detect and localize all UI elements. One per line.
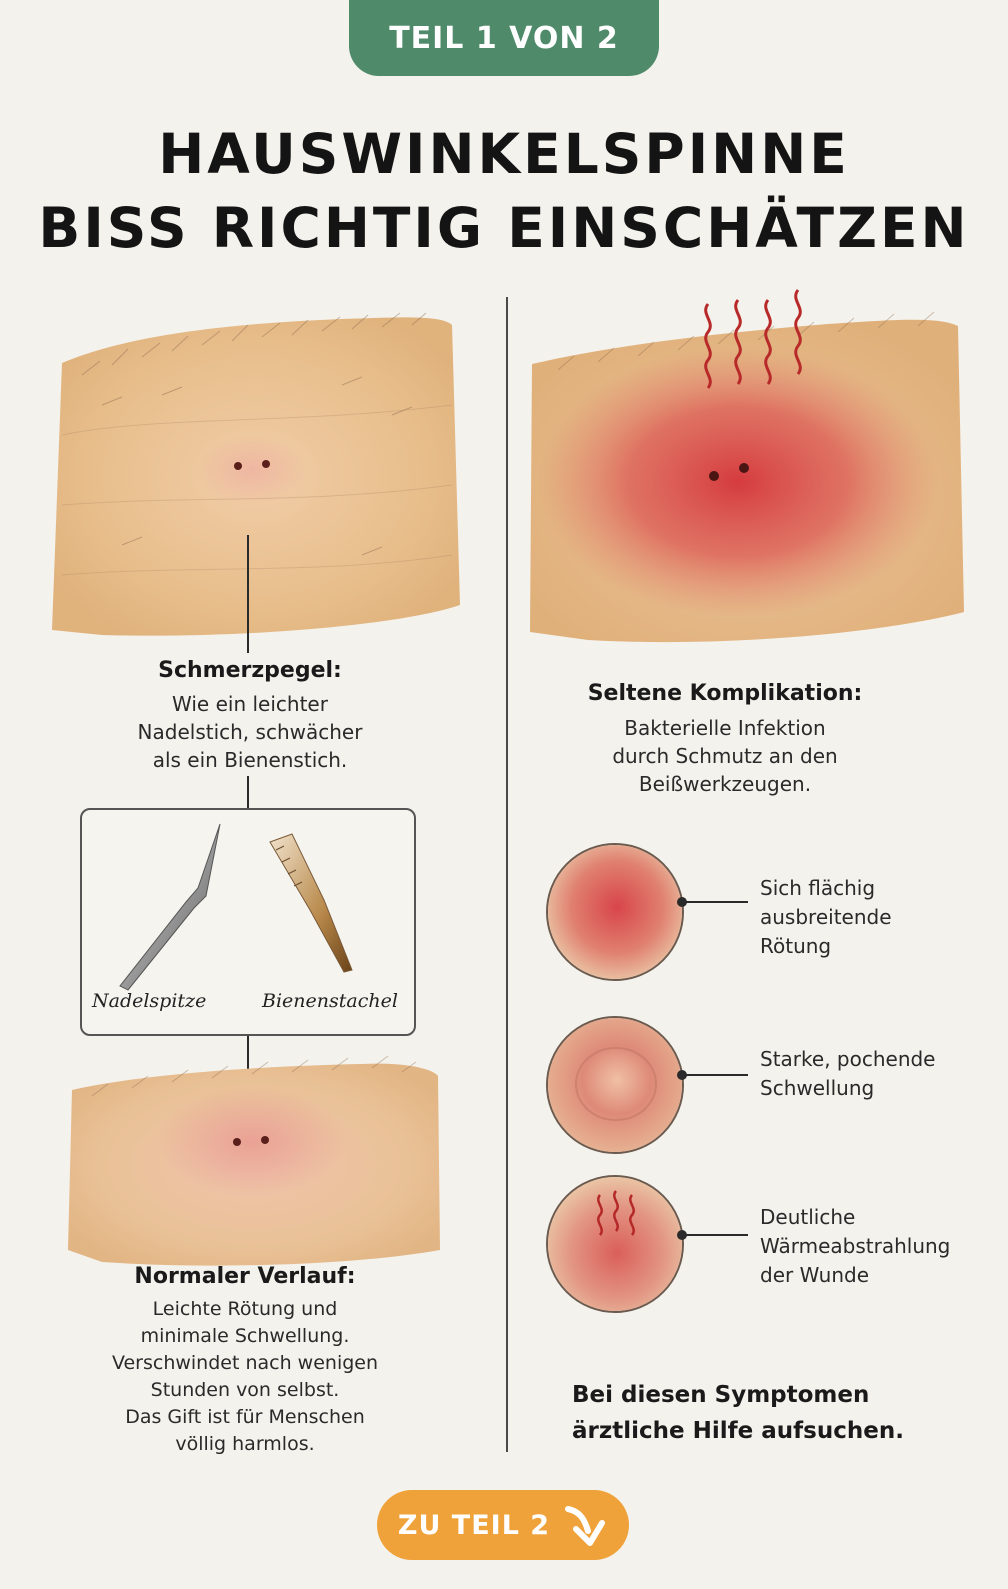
normal-line: völlig harmlos.: [175, 1433, 315, 1455]
bee-sting-label: Bienenstachel: [262, 990, 398, 1012]
pain-line: Nadelstich, schwächer: [137, 720, 363, 744]
pain-description: Wie ein leichter Nadelstich, schwächer a…: [60, 690, 440, 774]
leader-line-compare: [247, 776, 249, 808]
go-to-part-2-label: ZU TEIL 2: [397, 1509, 551, 1541]
symptom-pointer-dot: [677, 1230, 687, 1240]
symptom-line: Deutliche: [760, 1205, 856, 1229]
pain-heading: Schmerzpegel:: [158, 658, 342, 683]
symptom-pointer-line: [686, 901, 748, 903]
symptom-line: Schwellung: [760, 1076, 875, 1100]
skin-infected-bite-illustration: [528, 282, 968, 652]
heat-wave-icon: [704, 289, 802, 389]
normal-line: Leichte Rötung und: [152, 1298, 338, 1320]
symptom-line: Rötung: [760, 934, 832, 958]
symptom-pointer-line: [686, 1074, 748, 1076]
needle-icon: [119, 823, 221, 991]
symptom-line: Starke, pochende: [760, 1047, 936, 1071]
part-badge: TEIL 1 VON 2: [349, 0, 659, 76]
symptom-pointer-line: [686, 1234, 748, 1236]
pain-line: Wie ein leichter: [172, 692, 328, 716]
needle-vs-sting-comparison: Nadelspitze Bienenstachel: [80, 808, 416, 1036]
normal-line: Das Gift ist für Menschen: [125, 1406, 365, 1428]
needle-label: Nadelspitze: [92, 990, 207, 1012]
pain-line: als ein Bienenstich.: [152, 748, 348, 772]
warning-line-2: ärztliche Hilfe aufsuchen.: [572, 1418, 904, 1444]
go-to-part-2-button[interactable]: ZU TEIL 2: [377, 1490, 629, 1560]
skin-normal-course-illustration: [62, 1050, 442, 1270]
leader-line-normal: [247, 1036, 249, 1088]
part-badge-label: TEIL 1 VON 2: [389, 20, 619, 56]
symptom-line: Sich flächig: [760, 876, 876, 900]
symptom-spreading-redness-label: Sich flächig ausbreitende Rötung: [760, 874, 892, 961]
skin-fresh-bite-illustration: [42, 305, 462, 645]
arrow-down-right-icon: [565, 1506, 606, 1546]
page-title-line-1: HAUSWINKELSPINNE: [158, 122, 850, 186]
leader-line-pain: [247, 535, 249, 653]
bee-sting-icon: [269, 833, 353, 973]
symptom-swelling-label: Starke, pochende Schwellung: [760, 1045, 936, 1103]
symptom-pointer-dot: [677, 1070, 687, 1080]
normal-line: Verschwindet nach wenigen: [111, 1352, 379, 1374]
symptom-line: ausbreitende: [760, 905, 892, 929]
symptom-pointer-dot: [677, 897, 687, 907]
heat-wave-icon: [597, 1190, 635, 1236]
page-title-line-2: BISS RICHTIG EINSCHÄTZEN: [38, 196, 970, 260]
seek-medical-help-warning: Bei diesen Symptomen ärztliche Hilfe auf…: [572, 1377, 972, 1449]
warning-line-1: Bei diesen Symptomen: [572, 1382, 870, 1408]
complication-line: Bakterielle Infektion: [624, 716, 826, 740]
complication-description: Bakterielle Infektion durch Schmutz an d…: [540, 714, 910, 798]
normal-line: minimale Schwellung.: [140, 1325, 350, 1347]
symptom-spreading-redness-illustration: [546, 843, 684, 981]
symptom-heat-illustration: [546, 1175, 684, 1313]
symptom-swelling-illustration: [546, 1016, 684, 1154]
symptom-line: Wärmeabstrahlung: [760, 1234, 951, 1258]
column-divider: [506, 297, 508, 1452]
complication-heading: Seltene Komplikation:: [587, 681, 863, 706]
complication-line: Beißwerkzeugen.: [638, 772, 812, 796]
normal-course-heading: Normaler Verlauf:: [134, 1264, 356, 1289]
symptom-line: der Wunde: [760, 1263, 869, 1287]
normal-course-description: Leichte Rötung und minimale Schwellung. …: [60, 1296, 430, 1458]
symptom-heat-label: Deutliche Wärmeabstrahlung der Wunde: [760, 1203, 950, 1290]
complication-line: durch Schmutz an den: [612, 744, 838, 768]
normal-line: Stunden von selbst.: [150, 1379, 340, 1401]
